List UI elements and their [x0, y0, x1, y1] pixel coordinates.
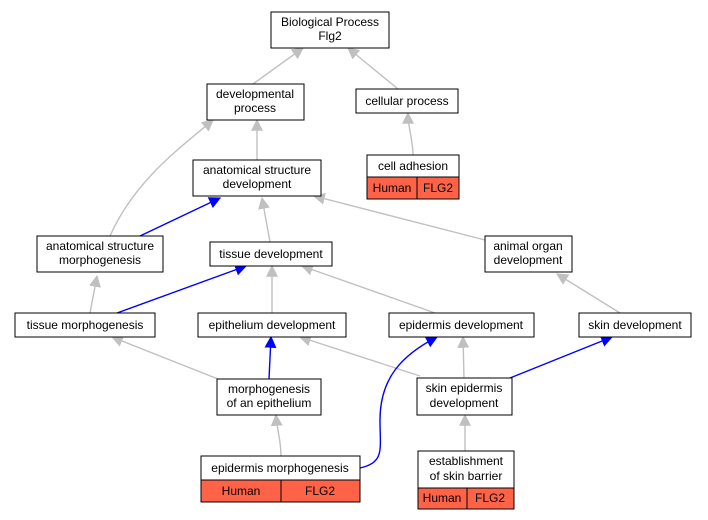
edge-tissue-morph-to-tissue-dev: [116, 264, 248, 314]
annotation-cell: [280, 479, 361, 503]
node-skin-development[interactable]: skin development: [578, 312, 692, 338]
node-biological-process-flg2[interactable]: Biological Process Flg2: [270, 11, 390, 49]
node-label-line: epidermis development: [399, 318, 524, 332]
node-label-line: cell adhesion: [378, 159, 448, 173]
edge-sed-to-epith-dev: [298, 334, 421, 377]
node-establishment-of-skin-barrier[interactable]: establishment of skin barrier Human FLG2: [417, 450, 515, 510]
node-cellular-process[interactable]: cellular process: [355, 88, 459, 114]
node-skin-epidermis-development[interactable]: skin epidermis development: [416, 377, 513, 416]
node-label-line: development: [223, 177, 292, 191]
node-morphogenesis-of-an-epithelium[interactable]: morphogenesis of an epithelium: [216, 378, 322, 416]
node-label-line: Flg2: [318, 29, 342, 43]
node-tissue-morphogenesis[interactable]: tissue morphogenesis: [14, 312, 156, 338]
node-label-line: Biological Process: [281, 15, 379, 29]
node-epidermis-development[interactable]: epidermis development: [388, 312, 535, 338]
edge-animal-organ-to-asd: [312, 192, 486, 241]
edge-cell-adhesion-to-cellular: [402, 111, 415, 156]
node-cell-adhesion[interactable]: cell adhesion Human FLG2: [366, 154, 460, 200]
node-label-line: tissue development: [219, 247, 323, 261]
edge-sed-to-epid-dev: [457, 335, 470, 379]
node-label-line: morphogenesis: [228, 382, 310, 396]
node-label-line: epithelium development: [209, 318, 336, 332]
nodes: Biological Process Flg2 developmental pr…: [14, 11, 692, 510]
node-label-line: epidermis morphogenesis: [211, 461, 348, 475]
node-animal-organ-development[interactable]: animal organ development: [484, 235, 573, 273]
edge-epid-morph-to-moe: [270, 413, 283, 457]
edge-tissue-dev-to-asd: [258, 196, 271, 243]
edge-developmental-to-bp: [252, 47, 304, 85]
annotation-gene: FLG2: [475, 491, 505, 505]
edge-skin-dev-to-animal-organ: [555, 273, 621, 314]
node-label-line: of an epithelium: [227, 396, 312, 410]
node-label-line: anatomical structure: [203, 163, 311, 177]
annotation-cell: [416, 176, 460, 200]
edge-moe-to-epith-dev: [264, 335, 277, 380]
edge-epid-morph-to-epid-dev: [359, 336, 439, 469]
annotation-gene: FLG2: [423, 181, 453, 195]
node-label-line: cellular process: [365, 94, 448, 108]
edges: [89, 47, 621, 469]
edge-epid-dev-to-tissue-dev: [300, 263, 436, 314]
node-label-line: of skin barrier: [430, 469, 503, 483]
node-developmental-process[interactable]: developmental process: [206, 83, 305, 121]
node-label-line: process: [234, 101, 276, 115]
node-label-line: anatomical structure: [46, 239, 154, 253]
node-label-line: animal organ: [493, 239, 562, 253]
node-label-line: developmental: [216, 87, 294, 101]
annotation-gene: FLG2: [305, 484, 335, 498]
edge-cellular-to-bp: [347, 47, 399, 90]
node-label-line: skin development: [588, 318, 682, 332]
node-label-line: development: [494, 253, 563, 267]
annotation-species: Human: [373, 181, 412, 195]
annotation-cell: [466, 487, 515, 510]
node-epithelium-development[interactable]: epithelium development: [197, 312, 347, 338]
edge-asm-to-developmental: [109, 119, 214, 237]
node-label-line: establishment: [429, 454, 504, 468]
node-tissue-development[interactable]: tissue development: [209, 241, 333, 267]
edge-asm-to-asd: [139, 197, 222, 237]
annotation-species: Human: [423, 491, 462, 505]
node-anatomical-structure-development[interactable]: anatomical structure development: [192, 159, 322, 197]
node-label-line: morphogenesis: [59, 253, 141, 267]
annotation-species: Human: [222, 484, 261, 498]
node-epidermis-morphogenesis[interactable]: epidermis morphogenesis Human FLG2: [200, 455, 361, 503]
edge-tissue-morph-to-asm: [89, 274, 101, 314]
node-label-line: tissue morphogenesis: [27, 318, 144, 332]
edge-sed-to-skin-dev: [509, 335, 614, 379]
node-label-line: skin epidermis: [426, 381, 503, 395]
node-anatomical-structure-morphogenesis[interactable]: anatomical structure morphogenesis: [36, 235, 164, 273]
edge-moe-to-tissue-morph: [110, 335, 219, 380]
node-label-line: development: [430, 396, 499, 410]
